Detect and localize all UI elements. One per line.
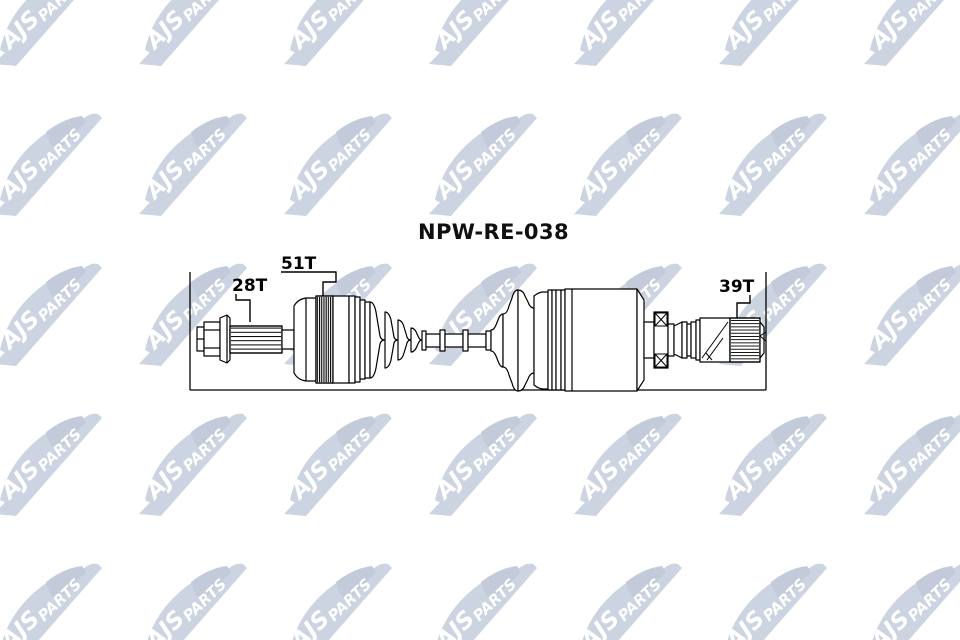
- inner-stub-shaft-spline: [729, 317, 767, 363]
- page-title: NPW-RE-038: [418, 220, 569, 244]
- cv-outer-joint-cap: [332, 295, 361, 384]
- cv-joint-outer-housing: [293, 297, 317, 382]
- circlip-groove-collar: [643, 311, 675, 369]
- callout-label-28t: 28T: [232, 276, 268, 296]
- rubber-boot-inner: [490, 289, 549, 392]
- outer-stub-shaft-spline: [229, 325, 295, 354]
- hex-nut: [196, 321, 221, 357]
- callout-label-51t: 51T: [281, 254, 317, 274]
- retaining-band-outer: [359, 299, 366, 380]
- inner-stub-shaft: [673, 317, 731, 363]
- cv-joint-inner-housing: [564, 288, 645, 392]
- retaining-band-inner: [547, 289, 566, 391]
- callout-label-39t: 39T: [719, 277, 755, 297]
- intermediate-shaft: [425, 329, 487, 352]
- abs-tone-ring: [315, 295, 334, 384]
- damper-collar: [485, 330, 492, 351]
- washer-flange: [219, 314, 231, 364]
- rubber-boot-outer: [364, 301, 427, 379]
